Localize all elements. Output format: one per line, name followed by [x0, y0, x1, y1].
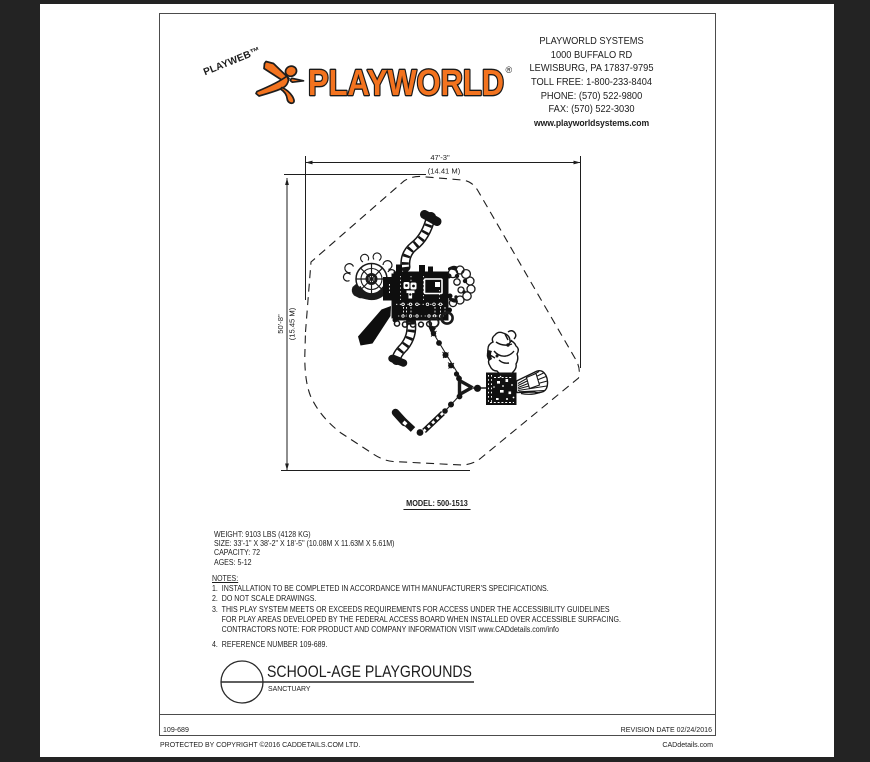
svg-text:PLAYWORLD: PLAYWORLD [308, 62, 504, 103]
svg-text:50'-8": 50'-8" [276, 314, 285, 334]
svg-text:(14.41 M): (14.41 M) [428, 167, 461, 176]
svg-text:(15.45 M): (15.45 M) [288, 307, 297, 340]
svg-text:47'-3": 47'-3" [430, 153, 450, 162]
